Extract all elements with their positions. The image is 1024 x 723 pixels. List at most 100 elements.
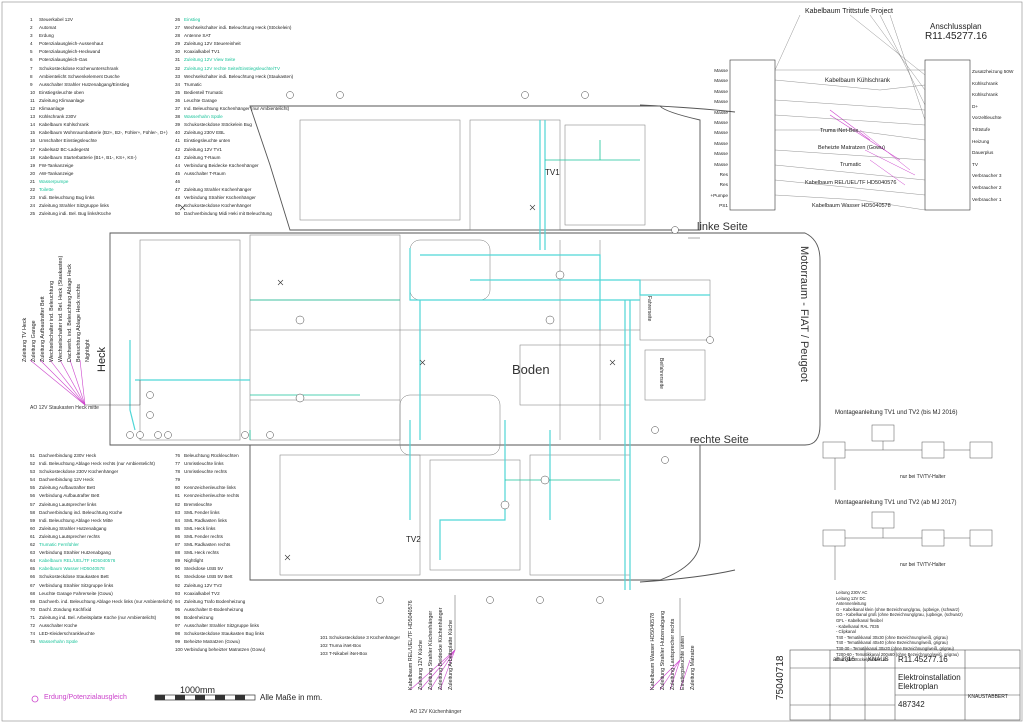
legend-number: 89 [175, 558, 181, 564]
connector-pin-label: Masse [714, 130, 728, 136]
legend-number: 85 [175, 525, 181, 531]
legend-number: 98 [175, 631, 181, 637]
label-kabelbaum-wasser: Kabelbaum Wasser HD5040578 [812, 203, 891, 209]
legend-number: 34 [175, 81, 181, 87]
label-beheizte-matratzen: Beheizte Matratzen (Gowu) [818, 145, 885, 151]
legend-text: Kennzeichenleuchte rechts [184, 493, 240, 499]
legend-number: 103 [320, 651, 328, 657]
legend-text: Koaxialkabel TV1 [184, 49, 220, 55]
legend-text: Klimaanlage [39, 106, 65, 112]
legend-number: 84 [175, 517, 181, 523]
cable-legend-row: - Clipkanal [836, 629, 856, 635]
legend-number: 38 [175, 114, 181, 120]
legend-number: 6 [30, 57, 33, 63]
legend-text: SML Heck links [184, 525, 216, 531]
label-truma-inet: Truma iNet-Box [820, 128, 859, 134]
legend-number: 47 [175, 186, 181, 192]
legend-number: 5 [30, 49, 33, 55]
legend-number: 59 [30, 517, 36, 523]
legend-text: Steckdose USB 5V Bett [184, 574, 233, 580]
label-montage-2: Montageanleitung TV1 und TV2 (ab MJ 2017… [835, 500, 957, 506]
legend-text: Kabelsatz BC-Ladegerät [39, 146, 90, 152]
legend-text: Zuleitung Lautsprecher rechts [39, 533, 100, 539]
legend-text: Zuleitung Strahler Sitzgruppe links [39, 203, 109, 209]
rot-label: Nightlight [85, 339, 91, 362]
wiring-bundles [29, 109, 901, 691]
label-tv2: TV2 [406, 535, 421, 544]
legend-text: Potenzialausgleich-Aussenhaut [39, 41, 104, 47]
legend-text: Dachl. Zündung Küchfixid [39, 606, 92, 612]
legend-text: Schukosteckdose Küchenunterschrank [39, 65, 119, 71]
scale-label: 1000mm [180, 685, 216, 695]
legend-text: Zuleitung 12V TV1 [184, 146, 222, 152]
label-kabelbaum-kuehlschrank: Kabelbaum Kühlschrank [825, 78, 891, 84]
rot-label: Zuleitung Garage [31, 320, 37, 362]
label-nur-bei-1: nur bei TV/TV-Halter [900, 474, 946, 480]
legend-text: Verbindung Strahler Sitzgruppe links [39, 582, 114, 588]
legend-number: 70 [30, 606, 36, 612]
rot-label: Zuleitung Lautsprecher rechts [670, 618, 676, 690]
legend-text: Zuleitung 12V TV2 [184, 582, 222, 588]
legend-number: 81 [175, 493, 181, 499]
legend-number: 7 [30, 65, 33, 71]
legend-number: 4 [30, 41, 33, 47]
legend-text: Dachverbindung Midi Heki mit Beleuchtung [184, 211, 272, 217]
legend-text: AW-Tankanzeige [39, 170, 74, 176]
legend-text: Schukosteckdose 3 Küchenhänger [329, 635, 400, 640]
title-number: 487342 [898, 700, 925, 709]
legend-number: 83 [175, 509, 181, 515]
legend-number: 19 [30, 162, 36, 168]
position-markers [126, 91, 714, 604]
legend-text: Zuleitung Lautsprecher links [39, 501, 97, 507]
legend-number: 37 [175, 106, 181, 112]
title-line-2: Elektroplan [898, 682, 939, 691]
legend-text: Kabelbaum Wasser HD5040578 [39, 566, 105, 572]
legend-number: 43 [175, 154, 181, 160]
label-anschlussplan-number: R11.45277.16 [925, 31, 988, 42]
connector-pin-label: Heizung [972, 138, 990, 144]
legend-text: Bedienteil Trumatic [184, 89, 224, 95]
legend-number: 57 [30, 501, 36, 507]
legend-number: 35 [175, 89, 181, 95]
legend-number: 74 [30, 631, 36, 637]
legend-text: Zuleitung 12V rechte Seite/Einstiegsleuc… [184, 65, 281, 71]
legend-text: Ind. Beleuchtung Küchenhänger (nur Ambie… [184, 106, 290, 112]
legend-number: 3 [30, 33, 33, 39]
legend-text: Koaxialkabel TV2 [184, 590, 220, 596]
legend-number: 51 [30, 453, 36, 458]
wiring-12v [129, 120, 710, 590]
